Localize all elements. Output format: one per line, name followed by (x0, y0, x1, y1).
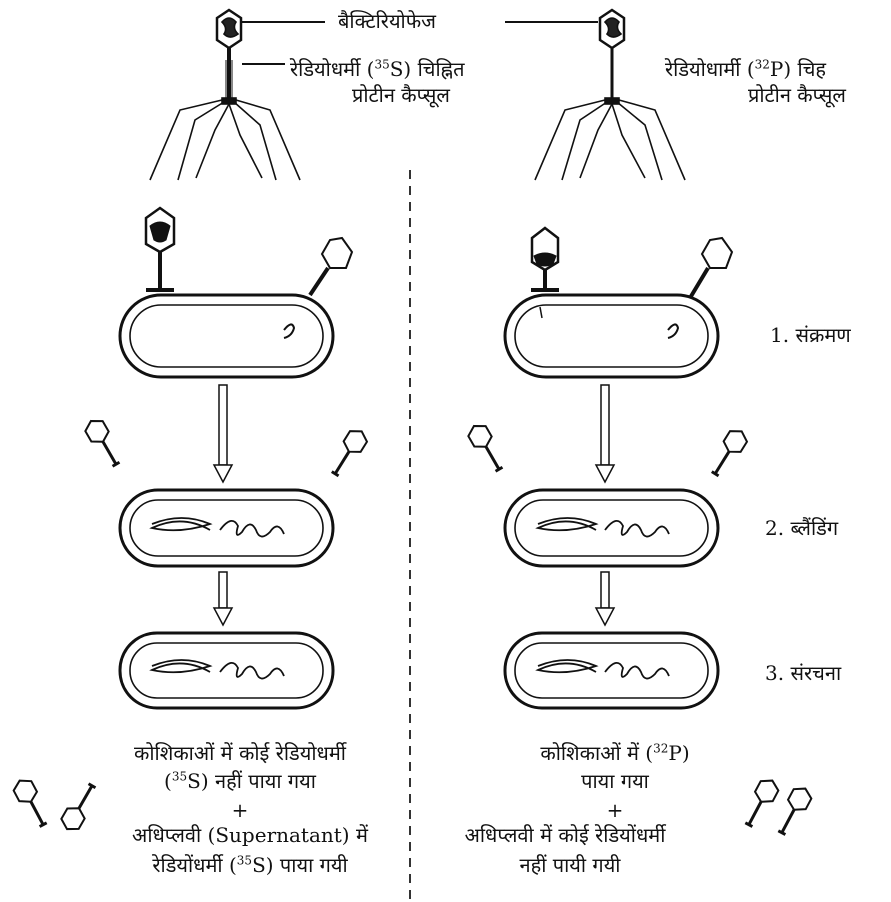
detached-phage-left-2 (327, 426, 370, 479)
detached-phage-left-1 (82, 416, 124, 469)
arrow-left-1 (214, 385, 232, 482)
pellet-cell-left (120, 633, 333, 708)
phage-32p-top (535, 10, 685, 180)
phage-35s-top (150, 10, 300, 180)
right-result-line4: नहीं पायी गयी (470, 852, 670, 878)
right-result-line3: अधिप्लवी में कोई रेडियोंधर्मी (415, 822, 715, 848)
supernatant-phage-left-1 (11, 776, 52, 830)
right-result-line1: कोशिकाओं में (32P) (470, 740, 760, 766)
right-result-line2: पाया गया (470, 768, 760, 794)
left-capsule-label-line2: प्रोटीन कैप्सूल (352, 82, 450, 108)
left-result-line1: कोशिकाओं में कोई रेडियोधर्मी (95, 740, 385, 766)
blended-cell-left (120, 490, 333, 566)
step-label-centrifugation: 3. संरचना (765, 660, 841, 686)
attached-phage-labeled (146, 208, 174, 290)
arrow-left-2 (214, 572, 232, 625)
right-capsule-label-line2: प्रोटीन कैप्सूल (748, 82, 846, 108)
left-result-line2: (35S) नहीं पाया गया (95, 768, 385, 794)
left-result-line3: अधिप्लवी (Supernatant) में (95, 822, 405, 848)
supernatant-phage-right-2 (773, 784, 814, 838)
bacteriophage-label: बैक्टिरियोफेज (338, 8, 436, 34)
step-label-blending: 2. ब्लैंडिंग (765, 515, 838, 541)
right-capsule-label-line1: रेडियोधार्मी (32P) चिह (665, 56, 826, 82)
arrow-right-2 (596, 572, 614, 625)
detached-phage-right-2 (707, 426, 750, 479)
left-capsule-label-line1: रेडियोधर्मी (35S) चिह्नित (290, 56, 465, 82)
attached-phage-dna-injecting (531, 228, 559, 290)
attached-phage-empty-right (690, 238, 732, 298)
blended-cell-right (505, 490, 718, 566)
infection-cell-left (120, 295, 333, 377)
left-result-plus: + (95, 797, 385, 823)
attached-phage-empty-left (310, 238, 352, 295)
infection-cell-right (505, 295, 718, 377)
arrow-right-1 (596, 385, 614, 482)
detached-phage-right-1 (465, 421, 507, 474)
step-label-infection: 1. संक्रमण (770, 322, 851, 348)
pellet-cell-right (505, 633, 718, 708)
left-result-line4: रेडियोंधर्मी (35S) पाया गयी (95, 852, 405, 878)
right-result-plus: + (470, 797, 760, 823)
